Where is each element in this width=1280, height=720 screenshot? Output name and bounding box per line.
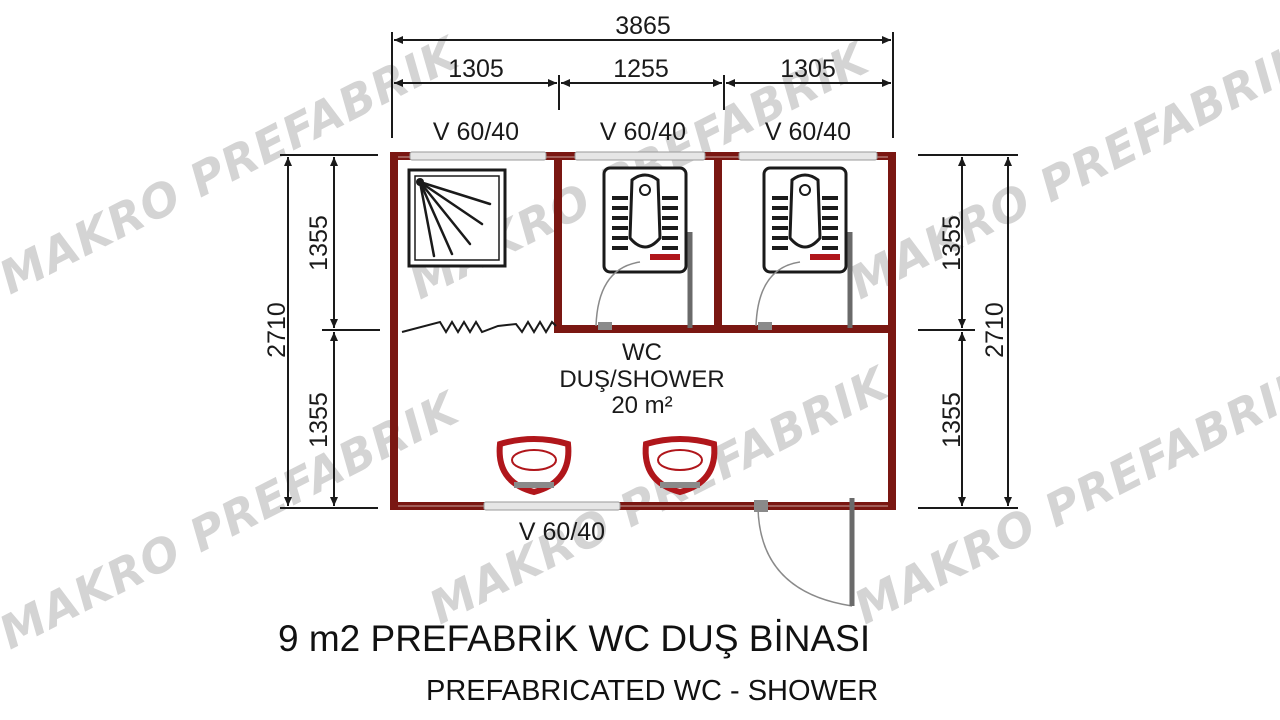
dim-segment-3: 1305	[780, 55, 836, 83]
plan-title: 9 m2 PREFABRİK WC DUŞ BİNASI	[278, 618, 871, 659]
door-panel	[687, 232, 855, 606]
sink-icon	[496, 436, 572, 496]
window-label-2: V 60/40	[600, 118, 686, 146]
dim-right-lower: 1355	[938, 392, 966, 448]
plan-subtitle: PREFABRICATED WC - SHOWER	[426, 675, 879, 707]
shower-curtain-icon	[401, 320, 557, 334]
dim-left-total: 2710	[263, 302, 291, 358]
dim-segment-1: 1305	[448, 55, 504, 83]
window-bottom	[483, 501, 621, 511]
watermark: MAKRO PREFABRIK	[840, 30, 1280, 310]
window-label-3: V 60/40	[765, 118, 851, 146]
window-label-1: V 60/40	[433, 118, 519, 146]
dim-left-lower: 1355	[305, 392, 333, 448]
room-label-line1: WC	[622, 339, 662, 366]
dim-right-upper: 1355	[938, 215, 966, 271]
door-hinge	[598, 322, 772, 512]
top-dimensions	[391, 32, 894, 138]
windows-top	[409, 151, 878, 161]
window-label-bottom: V 60/40	[519, 518, 605, 546]
door-swing	[595, 261, 853, 607]
room-label-line3: 20 m²	[611, 392, 672, 419]
squat-toilet-icon	[762, 166, 848, 274]
dim-total-width: 3865	[615, 12, 671, 40]
right-dimensions	[918, 154, 1018, 509]
watermark: MAKRO PREFABRIK	[845, 355, 1280, 635]
dim-right-total: 2710	[981, 302, 1009, 358]
sink-icon	[642, 436, 718, 496]
dim-left-upper: 1355	[305, 215, 333, 271]
left-dimensions	[280, 154, 380, 509]
room-label-line2: DUŞ/SHOWER	[559, 366, 724, 393]
dim-segment-2: 1255	[613, 55, 669, 83]
squat-toilet-icon	[602, 166, 688, 274]
watermark: MAKRO PREFABRIK	[0, 25, 469, 305]
shower-tray-icon	[407, 168, 507, 268]
